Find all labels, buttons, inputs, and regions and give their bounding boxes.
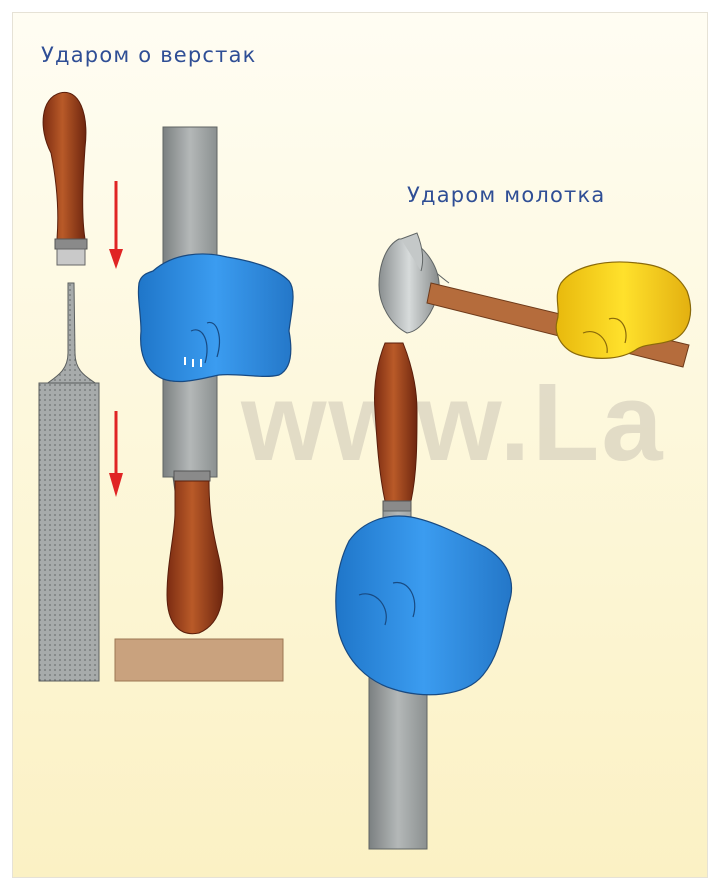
gloved-hand-icon [138,254,293,382]
workbench [115,639,283,681]
left-handle-detached [43,92,87,265]
arrow-down-icon [109,181,123,269]
top-strip [0,0,718,12]
file-handle-diagram [13,13,708,878]
gloved-hand-icon [336,516,512,695]
illustration-panel: www.La [12,12,708,878]
center-handle [167,471,223,634]
right-handle [374,343,417,511]
left-file-blade [39,283,99,681]
bench-strike-label: Ударом о верстак [41,43,257,67]
hammer-strike-label: Ударом молотка [407,183,605,207]
arrow-down-icon [109,411,123,497]
